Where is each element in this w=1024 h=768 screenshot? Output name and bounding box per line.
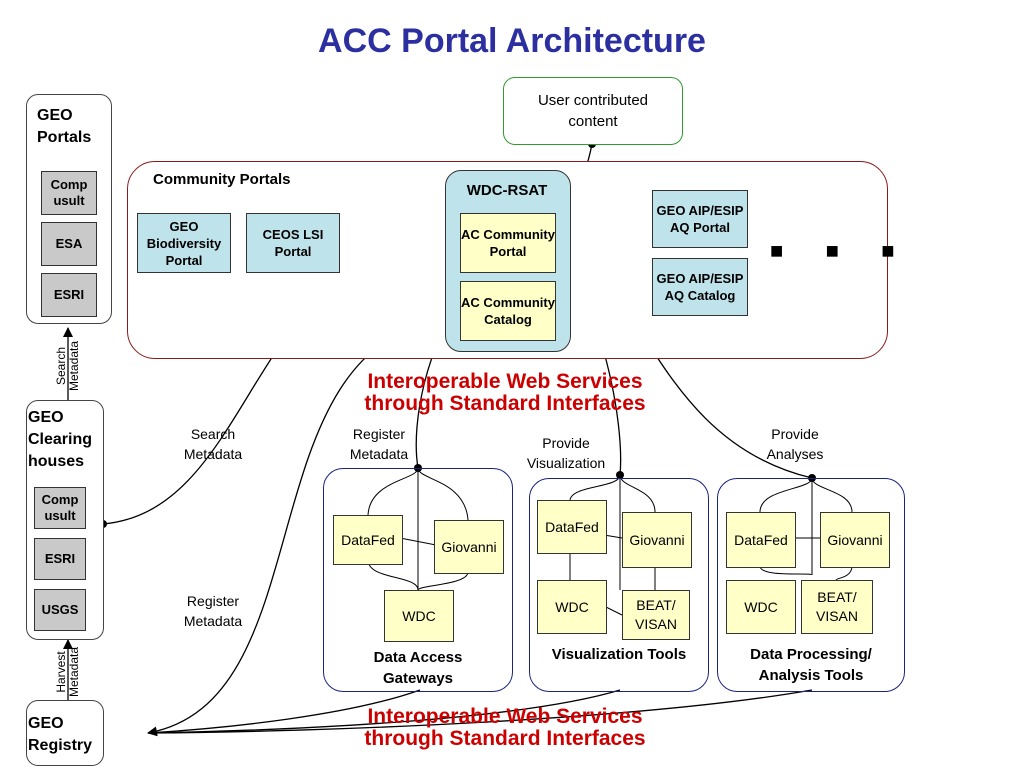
interop-text-bottom: Interoperable Web Services through Stand… <box>364 705 646 750</box>
register-metadata-left-label: Register Metadata <box>183 593 243 629</box>
search-metadata-label: Search Metadata <box>183 426 243 462</box>
data-access-gateways-panel <box>323 468 513 692</box>
vis-datafed: DataFed <box>537 500 607 554</box>
provide-visualization-label: Provide Visualization <box>526 435 606 471</box>
wdc-rsat-title: WDC-RSAT <box>466 182 548 199</box>
search-metadata-vertical-label: Search Metadata <box>54 340 81 392</box>
harvest-metadata-vertical-label: Harvest Metadata <box>54 646 81 698</box>
bottom-interop-line-3 <box>147 689 813 734</box>
interop-text-top: Interoperable Web Services through Stand… <box>364 370 646 415</box>
geo-portals-title: GEO Portals <box>37 107 92 146</box>
geo-clearinghouses-usgs: USGS <box>34 589 86 631</box>
gateway-datafed: DataFed <box>333 515 403 565</box>
analysis-giovanni: Giovanni <box>820 512 890 568</box>
geo-aip-aq-portal: GEO AIP/ESIP AQ Portal <box>652 190 748 248</box>
vis-wdc: WDC <box>537 580 607 634</box>
analysis-wdc: WDC <box>726 580 796 634</box>
ac-community-catalog: AC Community Catalog <box>460 281 556 341</box>
bottom-interop-line-2 <box>147 689 621 734</box>
ceos-lsi-portal: CEOS LSI Portal <box>246 213 340 273</box>
geo-portals-esri: ESRI <box>41 273 97 317</box>
vis-beat-visan: BEAT/ VISAN <box>622 590 690 640</box>
analysis-beat-visan: BEAT/ VISAN <box>801 580 873 634</box>
geo-clearinghouses-title: GEO Clearing houses <box>28 409 93 470</box>
geo-registry-panel: GEO Registry <box>26 700 104 766</box>
user-content-box: User contributed content <box>503 77 683 145</box>
analysis-tools-title: Data Processing/ Analysis Tools <box>750 646 872 684</box>
analysis-datafed: DataFed <box>726 512 796 568</box>
gateway-fan-lines <box>367 467 469 591</box>
gateway-wdc: WDC <box>384 590 454 642</box>
geo-aip-aq-catalog: GEO AIP/ESIP AQ Catalog <box>652 258 748 316</box>
geo-registry-title: GEO Registry <box>28 715 93 754</box>
gateway-giovanni: Giovanni <box>434 520 504 574</box>
data-access-gateways-title: Data Access Gateways <box>373 649 463 687</box>
provide-analyses-label: Provide Analyses <box>766 426 824 462</box>
geo-portals-compusult: Comp usult <box>41 171 97 215</box>
geo-clearinghouses-compusult: Comp usult <box>34 487 86 529</box>
community-portals-title: Community Portals <box>153 171 291 188</box>
analysis-tools-panel <box>717 478 905 692</box>
vis-giovanni: Giovanni <box>622 512 692 568</box>
register-metadata-label: Register Metadata <box>349 426 409 462</box>
page-title: ACC Portal Architecture <box>318 22 706 60</box>
user-content-label: User contributed content <box>537 92 649 130</box>
bottom-interop-line-1 <box>147 689 421 734</box>
geo-clearinghouses-esri: ESRI <box>34 538 86 580</box>
more-portals-ellipsis: ■ ■ ■ <box>770 238 901 263</box>
geo-biodiversity-portal: GEO Biodiversity Portal <box>137 213 231 273</box>
geo-portals-esa: ESA <box>41 222 97 266</box>
visualization-tools-panel <box>529 478 709 692</box>
visualization-tools-title: Visualization Tools <box>551 646 687 663</box>
ac-community-portal: AC Community Portal <box>460 213 556 273</box>
analysis-fan-lines <box>759 477 853 581</box>
